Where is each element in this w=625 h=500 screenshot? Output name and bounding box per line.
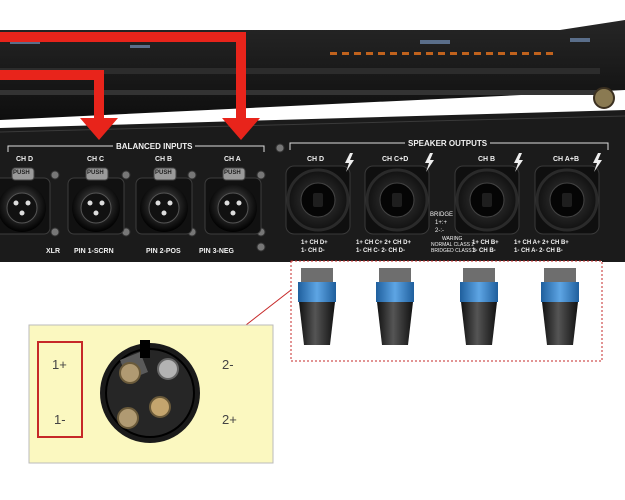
speakon-plug bbox=[541, 268, 579, 345]
output-channel-label: CH D bbox=[307, 156, 325, 163]
pin-label: 1- CH A- 2- CH B- bbox=[514, 248, 563, 254]
speakon-face-closeup bbox=[100, 340, 200, 443]
push-label: PUSH bbox=[13, 170, 30, 176]
lightning-icon bbox=[345, 153, 602, 172]
speakon-plug bbox=[376, 268, 414, 345]
input-channel-label: CH B bbox=[155, 156, 173, 163]
xlr-input-b bbox=[135, 177, 193, 235]
bridge-pin: 2-:- bbox=[435, 228, 444, 234]
speakon-plug bbox=[460, 268, 498, 345]
xlr-input-c bbox=[67, 177, 125, 235]
pin-label-1-minus: 1- bbox=[54, 412, 66, 427]
bridge-pin: 1+:+ bbox=[435, 220, 448, 226]
warning-text: WARING bbox=[442, 236, 463, 242]
pin-label-2-plus: 2+ bbox=[222, 412, 237, 427]
xlr-pin-label: PIN 1-SCRN bbox=[74, 248, 114, 255]
speakon-output-cd bbox=[364, 165, 430, 235]
pin-label: 1+ CH A+ 2+ CH B+ bbox=[514, 240, 569, 246]
callout-line bbox=[245, 289, 292, 326]
pin-label-2-minus: 2- bbox=[222, 357, 234, 372]
speaker-outputs-title: SPEAKER OUTPUTS bbox=[405, 139, 491, 148]
warning-text: BRIDGED CLASS 3 bbox=[431, 248, 476, 254]
speakon-output-d bbox=[285, 165, 351, 235]
pin-label: 1+ CH B+ bbox=[472, 240, 499, 246]
push-label: PUSH bbox=[155, 170, 172, 176]
pin-highlight-box bbox=[37, 341, 83, 438]
push-label: PUSH bbox=[224, 170, 241, 176]
speakon-plug bbox=[298, 268, 336, 345]
warning-text: NORMAL CLASS 2 bbox=[431, 242, 475, 248]
balanced-inputs-title: BALANCED INPUTS bbox=[113, 142, 196, 151]
push-label: PUSH bbox=[87, 170, 104, 176]
output-channel-label: CH B bbox=[478, 156, 496, 163]
red-arrow bbox=[0, 32, 260, 140]
speakon-output-ab bbox=[534, 165, 600, 235]
pin-label: 1- CH B- bbox=[472, 248, 496, 254]
xlr-input-d bbox=[0, 177, 51, 235]
speakon-output-b bbox=[454, 165, 520, 235]
bridge-label: BRIDGE bbox=[430, 212, 454, 218]
vent-slots bbox=[330, 52, 553, 55]
pin-label: 1+ CH D+ bbox=[301, 240, 328, 246]
xlr-pin-label: PIN 2-POS bbox=[146, 248, 181, 255]
output-channel-label: CH C+D bbox=[382, 156, 409, 163]
input-channel-label: CH A bbox=[224, 156, 241, 163]
input-channel-label: CH C bbox=[87, 156, 105, 163]
xlr-pin-label: PIN 3-NEG bbox=[199, 248, 235, 255]
input-channel-label: CH D bbox=[16, 156, 34, 163]
pin-label: 1- CH C- 2- CH D- bbox=[356, 248, 405, 254]
xlr-label: XLR bbox=[46, 248, 60, 255]
knob bbox=[593, 87, 615, 109]
xlr-input-a bbox=[204, 177, 262, 235]
pin-label-1-plus: 1+ bbox=[52, 357, 67, 372]
pin-label: 1- CH D- bbox=[301, 248, 325, 254]
pin-label: 1+ CH C+ 2+ CH D+ bbox=[356, 240, 412, 246]
output-channel-label: CH A+B bbox=[553, 156, 579, 163]
